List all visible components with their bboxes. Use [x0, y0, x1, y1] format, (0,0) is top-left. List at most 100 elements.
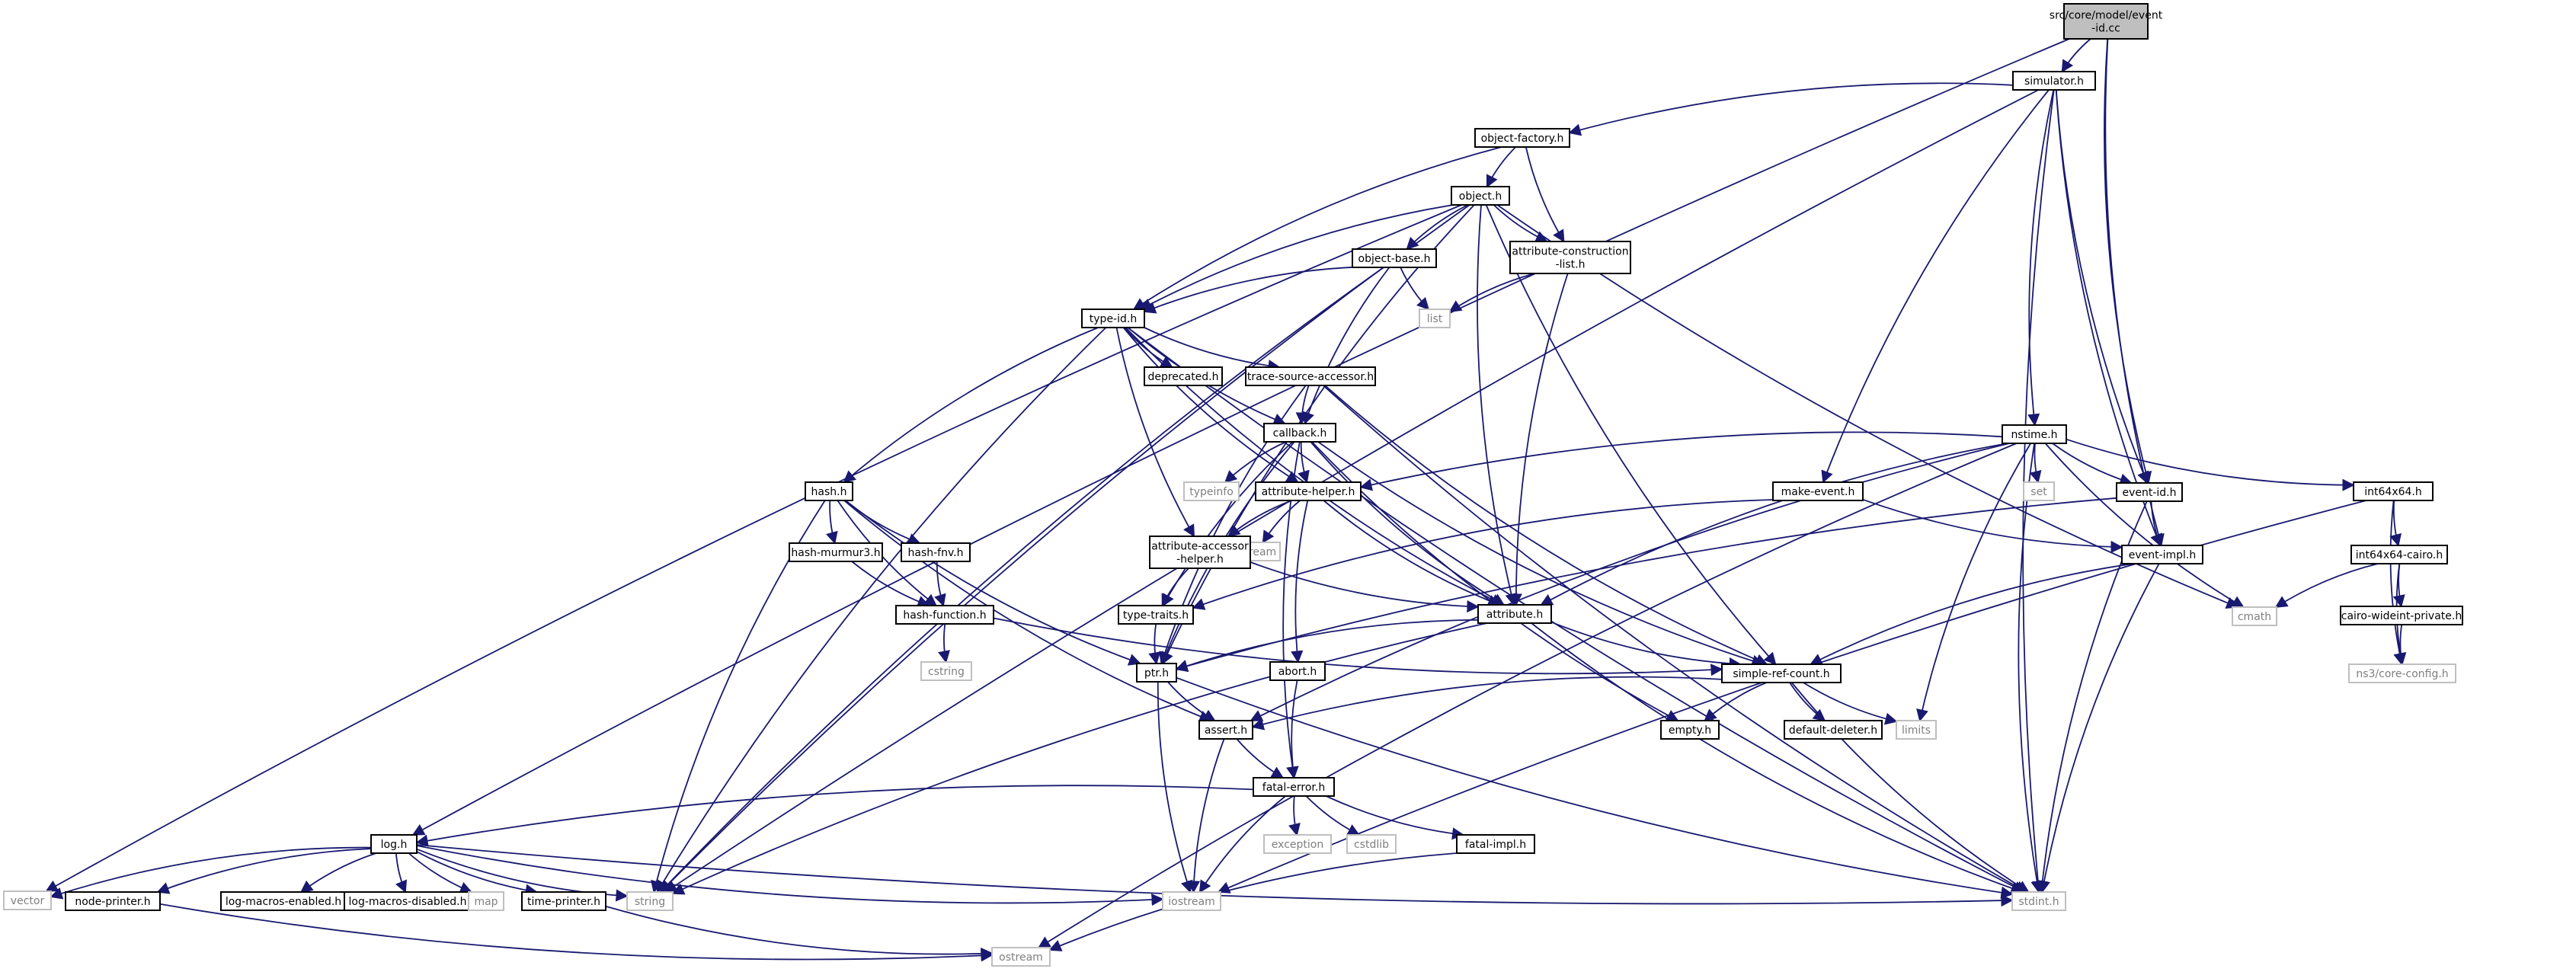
node-label: simple-ref-count.h	[1733, 668, 1829, 680]
edge-fatalerror-to-log	[415, 785, 1254, 847]
node-objbase: object-base.h	[1352, 248, 1437, 268]
edge-tracesrc-to-stdint	[1323, 385, 2027, 893]
edge-objbase-to-typeid	[1143, 266, 1353, 314]
node-log: log.h	[370, 834, 418, 854]
node-attrcons: attribute-construction-list.h	[1509, 241, 1631, 274]
node-eventimpl: event-impl.h	[2121, 545, 2203, 564]
node-box	[1772, 481, 1864, 501]
node-fatalimpl: fatal-impl.h	[1456, 834, 1535, 854]
edge-attracc-to-attribute	[1250, 561, 1480, 613]
node-object: object.h	[1451, 186, 1510, 206]
node-box	[1149, 536, 1251, 569]
node-label: string	[635, 896, 665, 908]
node-box	[2063, 3, 2149, 40]
edge-attribute-to-stdint	[1531, 622, 2024, 894]
node-nstime: nstime.h	[2002, 424, 2067, 444]
node-label: hash.h	[811, 486, 847, 498]
node-box	[1253, 777, 1335, 797]
edge-objfactory-to-object	[1486, 146, 1516, 188]
edge-simulator-to-objfactory	[1568, 82, 2014, 136]
node-label: hash-fnv.h	[908, 547, 964, 559]
node-nodeprinter: node-printer.h	[65, 891, 161, 911]
edge-nstime-to-limits	[1916, 443, 2031, 722]
edge-ptr-to-stdint	[1176, 676, 2014, 899]
node-label: src/core/model/event	[2050, 10, 2163, 22]
node-box	[2353, 481, 2434, 501]
edge-int64-to-int64cairo	[2389, 500, 2402, 547]
node-label: empty.h	[1669, 724, 1711, 737]
node-label: nstime.h	[2011, 429, 2057, 441]
node-murmur: hash-murmur3.h	[789, 542, 883, 562]
edge-attribute-to-simpleref	[1550, 621, 1742, 670]
edge-assert-to-fatalerror	[1236, 738, 1285, 779]
node-label: deprecated.h	[1147, 371, 1218, 383]
node-label: object.h	[1459, 190, 1502, 203]
node-cmath: cmath	[2232, 606, 2277, 626]
edge-int64cairo-to-cmath	[2274, 563, 2379, 608]
node-label: fatal-error.h	[1262, 782, 1325, 794]
edge-typeid-to-attrhelper	[1122, 327, 1299, 483]
node-typetraits: type-traits.h	[1118, 605, 1194, 625]
node-label: cstring	[928, 666, 965, 678]
node-box	[1419, 309, 1451, 328]
node-label: event-impl.h	[2129, 549, 2197, 561]
node-box	[1162, 891, 1221, 911]
node-label: attribute-helper.h	[1262, 486, 1355, 498]
node-label: log-macros-enabled.h	[226, 896, 341, 908]
node-box	[901, 542, 971, 562]
node-timeprinter: time-printer.h	[521, 891, 606, 911]
node-objfactory: object-factory.h	[1474, 128, 1570, 148]
node-string: string	[626, 891, 674, 911]
node-label: abort.h	[1278, 666, 1317, 678]
edge-callback-to-simpleref	[1317, 441, 1765, 667]
edge-root-to-eventid	[2104, 38, 2152, 484]
node-box	[1660, 720, 1720, 740]
node-limits: limits	[1896, 720, 1937, 740]
node-label: object-base.h	[1358, 253, 1431, 265]
node-label: typeinfo	[1189, 486, 1234, 498]
node-label: node-printer.h	[75, 896, 150, 908]
edge-callback-to-typeinfo	[1224, 441, 1287, 484]
edge-simpleref-to-limits	[1803, 682, 1898, 725]
edge-simulator-to-makeevent	[1821, 89, 2050, 484]
node-label: callback.h	[1273, 427, 1327, 440]
node-box	[1263, 423, 1336, 443]
edge-assert-to-iostream	[1187, 738, 1225, 894]
edge-fatalerror-to-fatalimpl	[1326, 795, 1465, 840]
edge-attribute-to-ptr	[1175, 619, 1479, 672]
node-box	[1245, 366, 1376, 386]
node-int64: int64x64.h	[2353, 481, 2434, 501]
edge-hash-to-fnv	[844, 500, 921, 545]
node-simpleref: simple-ref-count.h	[1721, 663, 1842, 683]
edge-typeid-to-stdint	[1127, 327, 2026, 893]
edge-murmur-to-hashfn	[851, 561, 930, 608]
edge-nstime-to-ostream	[1037, 443, 2018, 948]
node-attribute: attribute.h	[1477, 604, 1552, 624]
node-box	[2023, 481, 2055, 501]
edge-typetraits-to-ptr	[1148, 623, 1161, 665]
node-vector: vector	[3, 890, 52, 910]
edge-typeid-to-attracc	[1115, 327, 1195, 538]
node-box	[521, 891, 606, 911]
node-label: list	[1427, 313, 1443, 325]
node-hash: hash.h	[805, 481, 853, 501]
node-exception: exception	[1263, 834, 1332, 854]
node-empty: empty.h	[1660, 720, 1720, 740]
node-attrhelper: attribute-helper.h	[1255, 481, 1362, 501]
edge-nstime-to-int64	[2066, 438, 2355, 491]
node-int64cairo: int64x64-cairo.h	[2350, 545, 2448, 564]
node-label: type-traits.h	[1123, 609, 1189, 622]
edge-simulator-to-nstime	[2027, 89, 2055, 427]
node-label: hash-function.h	[903, 609, 986, 622]
node-box	[1896, 720, 1937, 740]
node-label: limits	[1902, 724, 1931, 737]
edge-nstime-to-cmath	[2044, 443, 2245, 608]
edge-callback-to-empty	[1311, 441, 1679, 721]
node-box	[2002, 424, 2067, 444]
node-cstdlib: cstdlib	[1346, 834, 1397, 854]
edge-typeid-to-hash	[843, 327, 1099, 484]
edge-eventid-to-eventimpl	[2150, 500, 2162, 547]
node-box	[1263, 834, 1332, 854]
edge-object-to-attrcons	[1493, 204, 1548, 243]
